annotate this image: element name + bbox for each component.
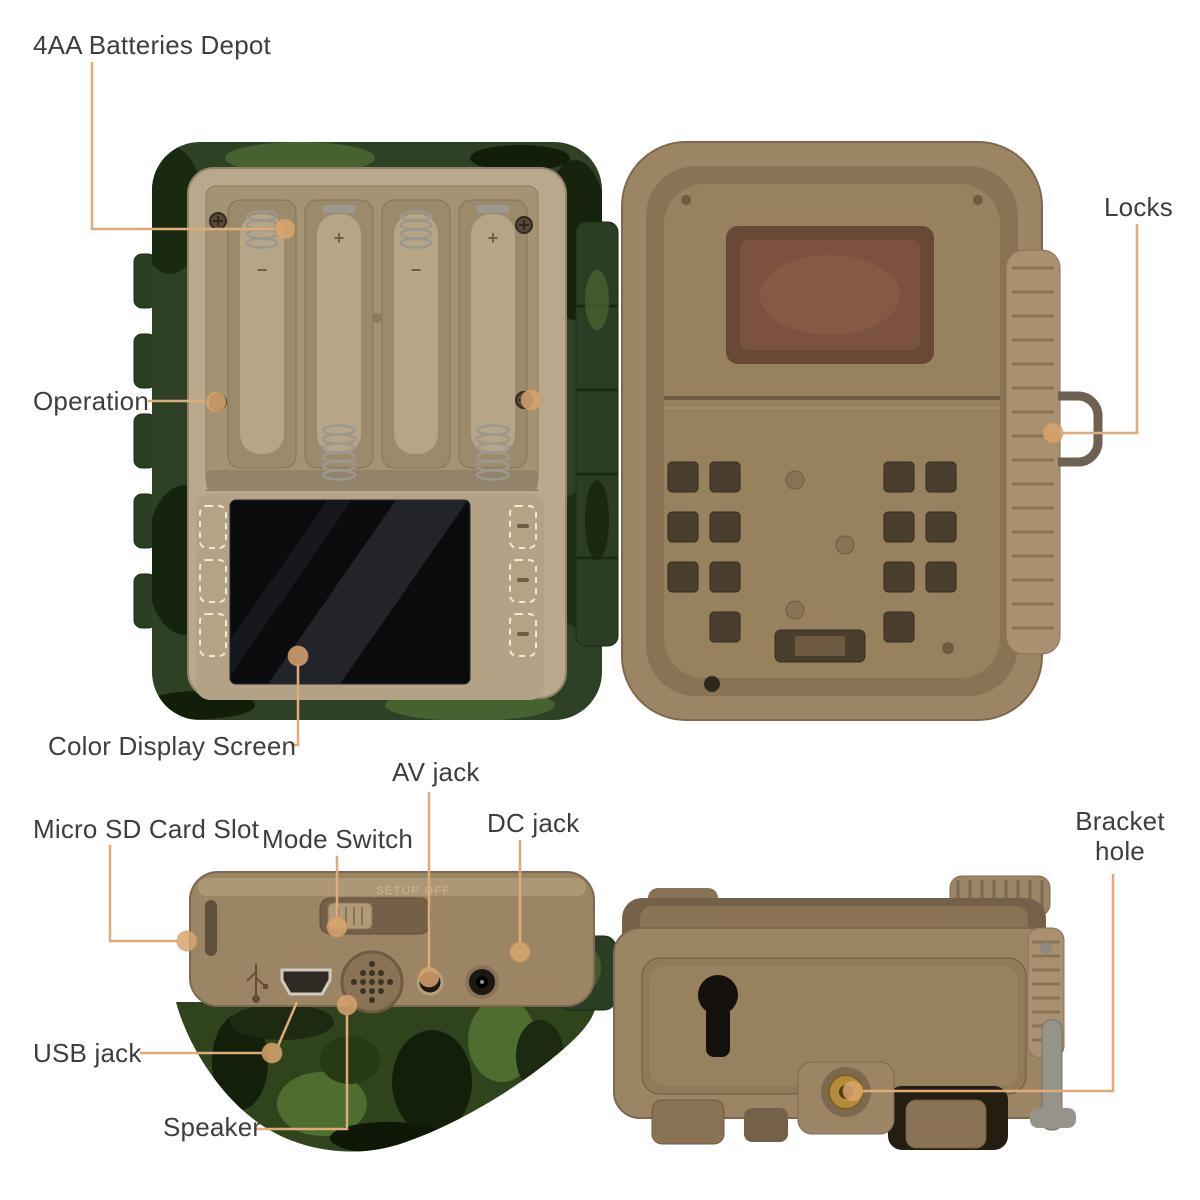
lock-latch: [1005, 249, 1061, 655]
dc-jack-port: [465, 965, 499, 999]
leader-line-bracket-hole: [863, 874, 1115, 1093]
small-hole: [942, 642, 954, 654]
display-module: [196, 494, 544, 700]
drain-hole: [704, 676, 720, 692]
camera-front-shell-view: [621, 141, 1103, 721]
leader-line-batteries: [90, 62, 275, 231]
mounting-holes: [667, 461, 957, 643]
callout-dot-bracket-hole: [842, 1080, 864, 1102]
keyhole: [698, 975, 738, 1057]
leader-line-speaker: [254, 1014, 349, 1131]
small-hole: [681, 195, 691, 205]
label-sd-card-slot: Micro SD Card Slot: [33, 814, 260, 844]
operation-buttons-right: [509, 505, 537, 657]
callout-dot-dc-jack: [509, 941, 531, 963]
callout-dot-locks: [1042, 422, 1064, 444]
label-speaker: Speaker: [163, 1112, 262, 1142]
leader-line-usb-jack-2: [276, 1001, 299, 1047]
screw-icon: [209, 212, 227, 230]
latch-handle-ribs: [956, 880, 1044, 912]
callout-dot-av-jack: [418, 966, 440, 988]
screen-gloss: [230, 500, 352, 676]
tray-ledge: [206, 470, 538, 490]
bottom-slot-tab: [795, 636, 845, 656]
battery-compartment: + + − −: [205, 185, 539, 490]
battery-polarity-mark: −: [411, 260, 422, 280]
callout-dot-sd-slot: [176, 930, 198, 952]
center-hinge: [575, 221, 619, 647]
leader-line-locks: [1063, 224, 1139, 435]
leader-line-sd-slot: [108, 845, 177, 943]
label-usb-jack: USB jack: [33, 1038, 142, 1068]
bottom-recess-floor: [650, 966, 1018, 1086]
battery-slot: [304, 199, 374, 469]
callouts: [90, 62, 1139, 1131]
label-display-screen: Color Display Screen: [48, 731, 297, 761]
flat-contact: [323, 205, 355, 213]
mode-switch-marking: SETUP OFF: [376, 885, 451, 897]
callout-dot-usb-jack: [261, 1042, 283, 1064]
callout-dot-speaker: [336, 994, 358, 1016]
usb-symbol-icon: [246, 964, 268, 1003]
callout-dot-batteries: [274, 218, 296, 240]
label-dc-jack: DC jack: [487, 808, 580, 838]
callout-dot-mode-switch: [326, 916, 348, 938]
battery-polarity-mark: +: [334, 228, 345, 248]
label-batteries-depot: 4AA Batteries Depot: [33, 30, 271, 60]
label-av-jack: AV jack: [392, 757, 480, 787]
operation-buttons-left: [199, 505, 227, 657]
camera-back-open-view: + + − −: [133, 142, 619, 720]
ir-window: [726, 226, 934, 364]
callout-dot-operation-right: [520, 389, 542, 411]
flat-contact: [477, 205, 509, 213]
battery-polarity-mark: +: [488, 228, 499, 248]
lock-latch-side: [1027, 927, 1076, 1131]
small-hole: [973, 195, 983, 205]
label-locks: Locks: [1104, 192, 1173, 222]
speaker-grille: [340, 950, 404, 1014]
shell-feet: [651, 1099, 987, 1149]
bottom-face-highlight: [198, 878, 586, 896]
screen-gloss: [268, 500, 468, 684]
label-operation: Operation: [33, 386, 149, 416]
label-mode-switch: Mode Switch: [262, 824, 414, 854]
battery-slot: [227, 199, 297, 469]
callout-dots: [176, 218, 1064, 1102]
screw-bosses: [785, 470, 855, 620]
sd-card-slot-opening: [205, 900, 217, 956]
battery-polarity-mark: −: [257, 260, 268, 280]
screw-icon: [515, 216, 533, 234]
usb-port: [280, 968, 332, 996]
coil-spring-contact: [475, 424, 511, 481]
leader-line-display: [291, 664, 300, 747]
callout-dot-operation-left: [205, 391, 227, 413]
tray-center-hole: [372, 313, 382, 323]
battery-slot: [381, 199, 451, 469]
label-bracket-hole: Bracket hole: [1075, 806, 1165, 866]
lock-hasp-loop: [1058, 391, 1103, 467]
camo-pattern: [212, 1002, 564, 1152]
coil-spring-contact: [321, 424, 357, 481]
callout-dot-display: [287, 645, 309, 667]
battery-slot: [458, 199, 528, 469]
camera-back-bottom-view: [613, 875, 1076, 1150]
